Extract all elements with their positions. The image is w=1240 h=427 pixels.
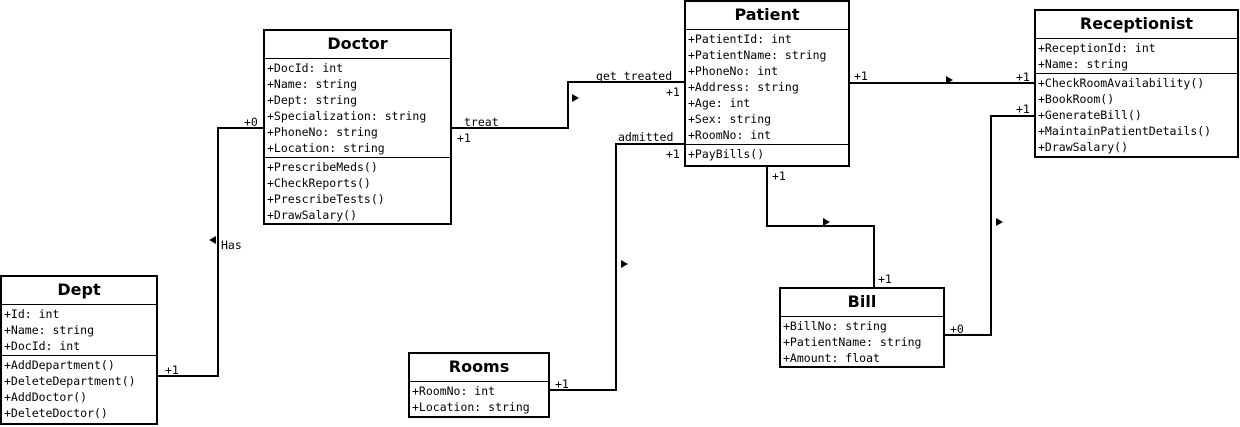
attribute: +PhoneNo: string <box>267 125 378 139</box>
class-doctor[interactable]: Doctor +DocId: int +Name: string +Dept: … <box>263 29 452 225</box>
arrow-right-icon <box>823 218 830 226</box>
attribute: +Name: string <box>267 77 358 91</box>
arrow-right-icon <box>996 218 1003 226</box>
line-doctor-dept-has <box>158 127 264 377</box>
methods-section: +PrescribeMeds() +CheckReports() +Prescr… <box>265 158 450 224</box>
method: +DeleteDepartment() <box>4 374 136 388</box>
methods-section: +PayBills() <box>686 145 848 163</box>
attribute: +PhoneNo: int <box>688 64 779 78</box>
attribute: +Id: int <box>4 307 60 321</box>
method: +GenerateBill() <box>1038 108 1142 122</box>
multiplicity-patient-treat: +1 <box>666 85 680 99</box>
multiplicity-bill-receptionist: +0 <box>950 322 964 336</box>
attribute: +ReceptionId: int <box>1038 41 1156 55</box>
class-receptionist[interactable]: Receptionist +ReceptionId: int +Name: st… <box>1034 9 1239 158</box>
class-dept[interactable]: Dept +Id: int +Name: string +DocId: int … <box>0 275 158 425</box>
method: +AddDoctor() <box>4 390 88 404</box>
method: +PrescribeTests() <box>267 192 385 206</box>
multiplicity-doctor-treat: +1 <box>457 131 471 145</box>
line-doctor-patient-treat <box>452 81 684 129</box>
assoc-label-get-treated: get treated <box>596 69 673 83</box>
attribute: +RoomNo: int <box>688 128 772 142</box>
attributes-section: +Id: int +Name: string +DocId: int <box>2 305 156 356</box>
attributes-section: +DocId: int +Name: string +Dept: string … <box>265 59 450 158</box>
attribute: +BillNo: string <box>783 319 887 333</box>
method: +MaintainPatientDetails() <box>1038 124 1212 138</box>
attribute: +Name: string <box>4 323 95 337</box>
attribute: +Name: string <box>1038 57 1129 71</box>
attribute: +DocId: int <box>4 339 81 353</box>
class-name: Receptionist <box>1036 11 1237 39</box>
assoc-label-admitted: admitted <box>618 130 674 144</box>
arrow-right-icon <box>572 94 579 102</box>
line-patient-rooms-admitted <box>549 143 684 391</box>
multiplicity-doctor-has: +0 <box>244 115 258 129</box>
class-name: Bill <box>781 289 943 317</box>
multiplicity-patient-admitted: +1 <box>666 147 680 161</box>
method: +CheckReports() <box>267 176 371 190</box>
attribute: +Specialization: string <box>267 109 427 123</box>
class-rooms[interactable]: Rooms +RoomNo: int +Location: string <box>408 352 550 418</box>
attribute: +PatientName: string <box>783 335 922 349</box>
attribute: +Sex: string <box>688 112 772 126</box>
attribute: +DocId: int <box>267 61 344 75</box>
line-bill-receptionist <box>944 115 1034 336</box>
multiplicity-patient-bill: +1 <box>772 169 786 183</box>
methods-section: +CheckRoomAvailability() +BookRoom() +Ge… <box>1036 74 1237 156</box>
attribute: +Age: int <box>688 96 751 110</box>
arrow-right-icon <box>946 76 953 84</box>
attributes-section: +ReceptionId: int +Name: string <box>1036 39 1237 74</box>
assoc-label-has: Has <box>221 238 242 252</box>
attribute: +Amount: float <box>783 351 880 365</box>
method: +DeleteDoctor() <box>4 406 108 420</box>
assoc-label-treat: treat <box>464 115 499 129</box>
multiplicity-dept-has: +1 <box>165 363 179 377</box>
attribute: +PatientName: string <box>688 48 827 62</box>
method: +PrescribeMeds() <box>267 160 378 174</box>
attributes-section: +PatientId: int +PatientName: string +Ph… <box>686 30 848 145</box>
multiplicity-patient-receptionist: +1 <box>854 69 868 83</box>
multiplicity-receptionist-bill: +1 <box>1016 102 1030 116</box>
attribute: +Dept: string <box>267 93 358 107</box>
arrow-left-icon <box>209 236 216 244</box>
attribute: +PatientId: int <box>688 32 792 46</box>
multiplicity-bill-patient: +1 <box>878 272 892 286</box>
attribute: +Location: string <box>412 400 530 414</box>
class-bill[interactable]: Bill +BillNo: string +PatientName: strin… <box>779 287 945 368</box>
method: +CheckRoomAvailability() <box>1038 76 1205 90</box>
attributes-section: +BillNo: string +PatientName: string +Am… <box>781 317 943 367</box>
method: +PayBills() <box>688 147 765 161</box>
class-patient[interactable]: Patient +PatientId: int +PatientName: st… <box>684 0 850 167</box>
arrow-right-icon <box>621 260 628 268</box>
class-name: Dept <box>2 277 156 305</box>
class-name: Rooms <box>410 354 548 382</box>
method: +AddDepartment() <box>4 358 115 372</box>
method: +BookRoom() <box>1038 92 1115 106</box>
class-name: Doctor <box>265 31 450 59</box>
method: +DrawSalary() <box>1038 140 1129 154</box>
line-patient-bill <box>766 166 875 287</box>
class-name: Patient <box>686 2 848 30</box>
attribute: +RoomNo: int <box>412 384 496 398</box>
methods-section: +AddDepartment() +DeleteDepartment() +Ad… <box>2 356 156 422</box>
method: +DrawSalary() <box>267 208 358 222</box>
multiplicity-rooms-admitted: +1 <box>555 377 569 391</box>
attributes-section: +RoomNo: int +Location: string <box>410 382 548 416</box>
multiplicity-receptionist-patient: +1 <box>1016 70 1030 84</box>
attribute: +Address: string <box>688 80 799 94</box>
attribute: +Location: string <box>267 141 385 155</box>
